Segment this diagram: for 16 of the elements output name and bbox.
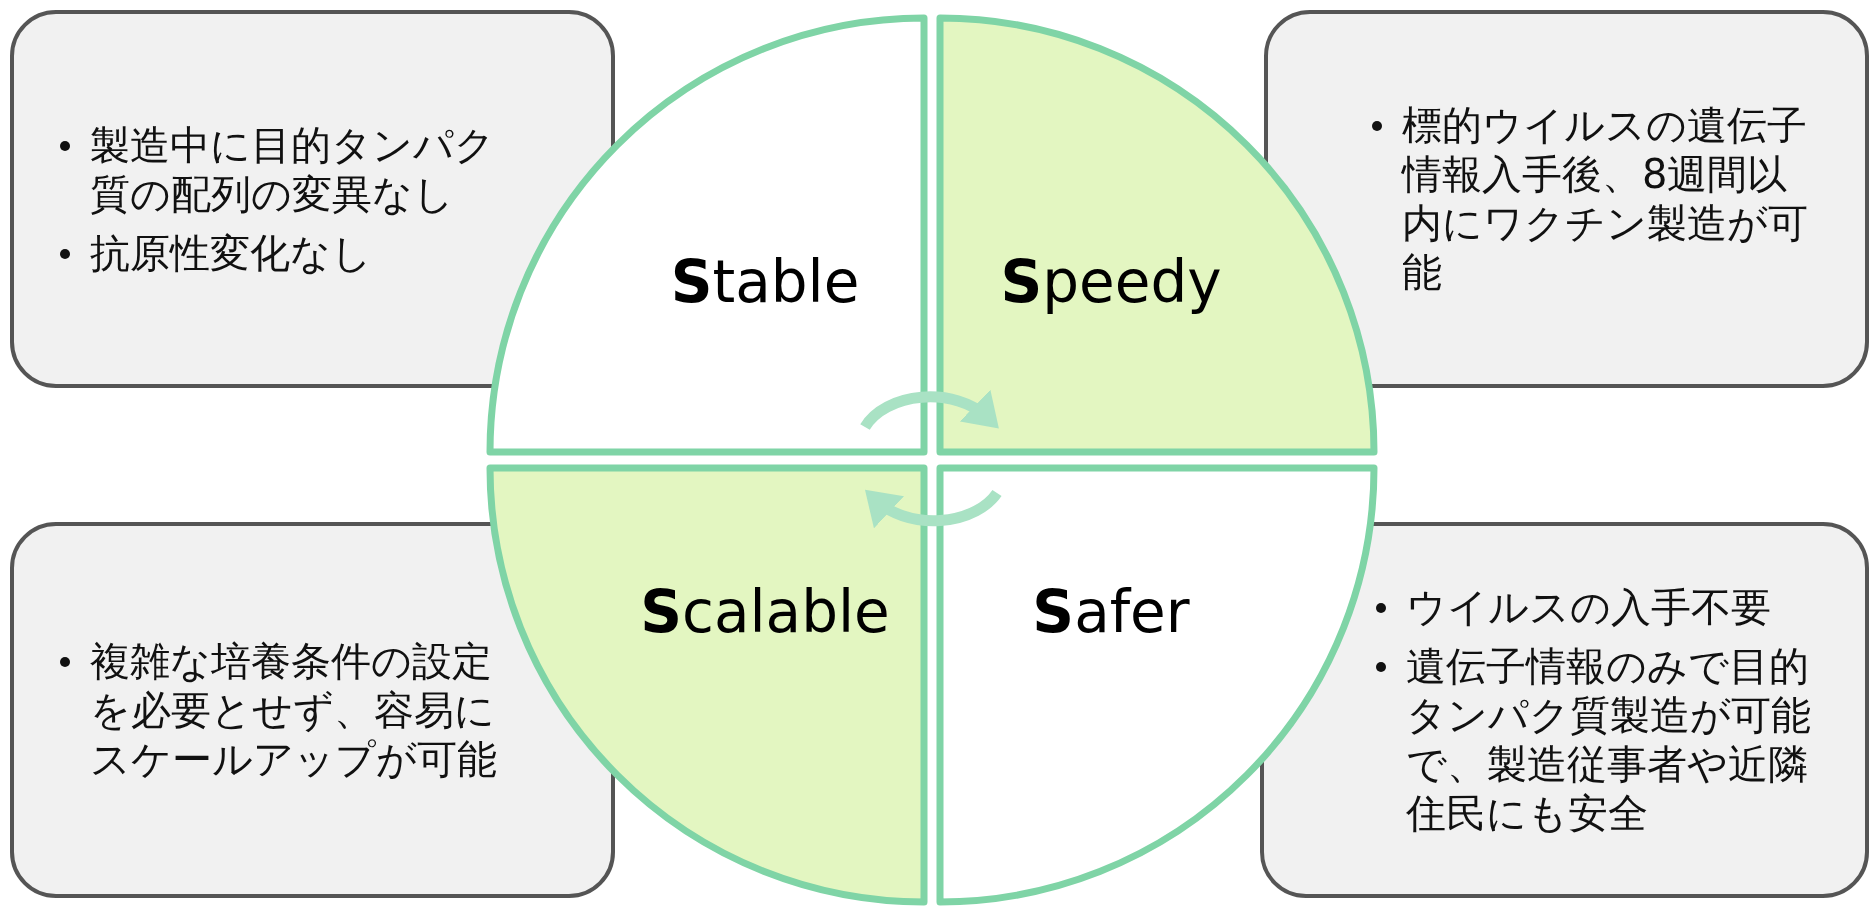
quadrant-label: Scalable (640, 578, 890, 646)
cycle-arrow (860, 389, 1000, 431)
quadrant-label: Speedy (1000, 248, 1222, 316)
bullet-text: 複雑な培養条件の設定を必要とせず、容易にスケールアップが可能 (90, 636, 498, 784)
quadrant-label: Safer (1032, 578, 1190, 646)
bullet-text: 標的ウイルスの遺伝子情報入手後、8週間以内にワクチン製造が可能 (1402, 101, 1809, 297)
bullet-text: ウイルスの入手不要 (1406, 582, 1772, 632)
bullet-text: 抗原性変化なし (90, 228, 373, 278)
text-box (10, 522, 615, 898)
quadrant-label: Stable (670, 248, 860, 316)
cycle-arrow (864, 489, 1002, 529)
bullet-text: 製造中に目的タンパク質の配列の変異なし (90, 120, 496, 219)
text-box (1260, 522, 1869, 898)
bullet-text: 遺伝子情報のみで目的タンパク質製造が可能で、製造従事者や近隣住民にも安全 (1406, 641, 1812, 838)
text-box (1264, 10, 1869, 388)
text-box (10, 10, 615, 388)
